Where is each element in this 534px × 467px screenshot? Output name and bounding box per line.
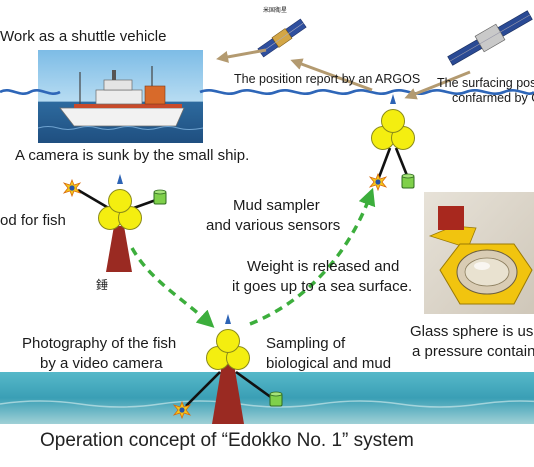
bottom-float — [173, 313, 283, 424]
glass-label-line2: a pressure contain — [412, 343, 534, 360]
mud-sampler-label-line1: Mud sampler — [233, 197, 320, 214]
mud-sampler-label-line2: and various sensors — [206, 217, 341, 234]
weight-label-line2: it goes up to a sea surface. — [232, 278, 413, 295]
sampling-label-line1: Sampling of — [266, 335, 346, 352]
gps-label-line2: confarmed by GI — [452, 91, 534, 105]
argos-label: The position report by an ARGOS — [234, 72, 421, 86]
argos-arrow — [290, 58, 373, 92]
argos-arrow-2 — [216, 48, 267, 63]
surfaced-float — [369, 93, 415, 191]
glass-label-line1: Glass sphere is us — [410, 323, 534, 340]
photo-label-line1: Photography of the fish — [22, 335, 177, 352]
descent-arrow — [130, 247, 215, 328]
gps-label-line1: The surfacing posi — [437, 76, 534, 90]
descending-float — [63, 173, 167, 272]
sea-surface-line — [0, 89, 534, 95]
ascent-arrow — [249, 187, 376, 326]
shuttle-label: Work as a shuttle vehicle — [0, 28, 167, 45]
glass-sphere-photo — [424, 192, 534, 314]
ship-photo — [37, 50, 204, 143]
satellite-icon — [257, 18, 307, 58]
weight-label-line1: Weight is released and — [247, 258, 400, 275]
seabed — [0, 372, 534, 424]
sampling-label-line2: biological and mud — [266, 355, 392, 372]
gps-arrow — [404, 70, 471, 100]
satellite-caption: 米国衛星 — [263, 8, 288, 14]
diagram-caption: Operation concept of “Edokko No. 1” syst… — [40, 430, 414, 451]
photo-label-line2: by a video camera — [40, 355, 163, 372]
bait-label: od for fish — [0, 212, 66, 229]
gps-satellite-icon — [447, 10, 533, 66]
weight-kanji: 錘 — [96, 278, 109, 292]
camera-sunk-label: A camera is sunk by the small ship. — [15, 147, 250, 164]
